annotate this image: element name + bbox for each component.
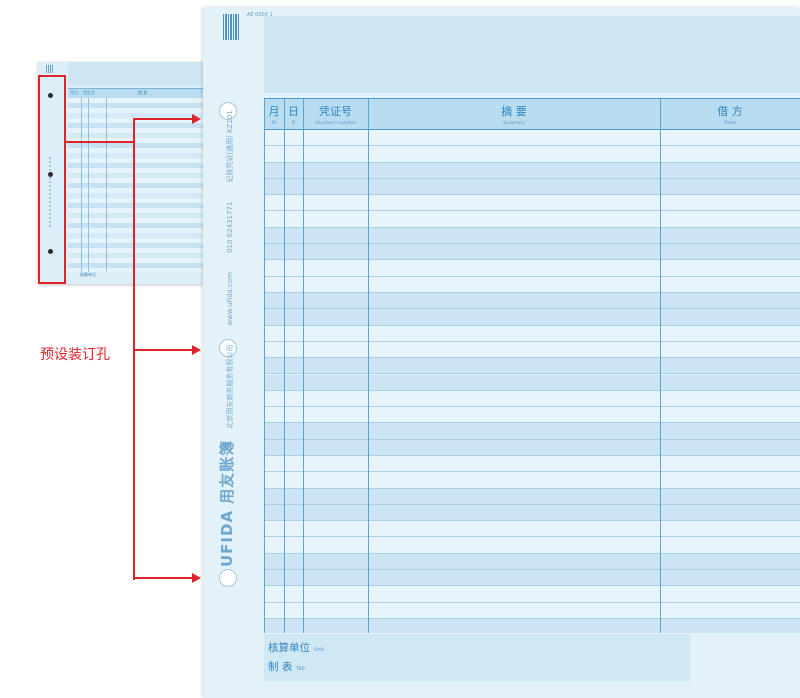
table-row bbox=[264, 358, 800, 375]
sheet-side-label: UFIDA 用友账簿 北京用友商务服务有限公司 www.ufida.com 01… bbox=[216, 110, 237, 567]
thumbnail-binding-hole bbox=[48, 93, 53, 98]
table-row bbox=[264, 374, 800, 391]
thumbnail-footer-label: 核算单位 bbox=[80, 272, 96, 277]
column-divider bbox=[660, 98, 661, 633]
column-header-label: 凭证号 bbox=[319, 105, 352, 118]
footer-tab-subtitle: Tab bbox=[296, 666, 305, 672]
table-row bbox=[264, 407, 800, 424]
website: www.ufida.com bbox=[226, 272, 234, 326]
thumbnail-rows bbox=[68, 98, 203, 272]
arrow-icon bbox=[192, 345, 201, 355]
binding-hole bbox=[219, 569, 237, 587]
column-header-subtitle: Summary bbox=[503, 121, 525, 126]
ledger-table: 月 M 日 D 凭证号 Voucher's number 摘 要 Summary… bbox=[264, 98, 800, 633]
sheet-top-band bbox=[264, 16, 800, 93]
column-header-subtitle: Voucher's number bbox=[315, 121, 356, 126]
table-row bbox=[264, 553, 800, 571]
column-header-day: 日 D bbox=[284, 99, 303, 128]
column-divider bbox=[368, 98, 369, 633]
thumbnail-barcode bbox=[46, 65, 54, 73]
table-row bbox=[264, 146, 800, 163]
thumbnail-binding-hole bbox=[48, 172, 53, 177]
column-header-subtitle: M bbox=[272, 121, 276, 126]
table-row bbox=[264, 586, 800, 603]
arrow-icon bbox=[192, 573, 201, 583]
thumbnail-top-band bbox=[68, 62, 203, 86]
table-row bbox=[264, 341, 800, 359]
table-row bbox=[264, 570, 800, 587]
column-divider bbox=[264, 98, 265, 633]
table-row bbox=[264, 227, 800, 245]
table-row bbox=[264, 537, 800, 554]
form-model: 记账凭证(通用) KZ101 bbox=[226, 110, 234, 183]
table-row bbox=[264, 276, 800, 293]
table-row bbox=[264, 472, 800, 489]
table-row bbox=[264, 130, 800, 147]
ledger-sheet: AE 0000 1 UFIDA 用友账簿 北京用友商务服务有限公司 www.uf… bbox=[203, 7, 800, 698]
brand-logo: UFIDA 用友账簿 bbox=[218, 439, 236, 567]
thumbnail-header-label: 凭证号 bbox=[83, 90, 95, 95]
binding-holes-highlight-box bbox=[38, 75, 66, 284]
table-row bbox=[264, 195, 800, 212]
table-row bbox=[264, 456, 800, 473]
table-row bbox=[264, 244, 800, 261]
table-row bbox=[264, 260, 800, 277]
footer-tab-label: 制 表 bbox=[268, 661, 293, 673]
table-header: 月 M 日 D 凭证号 Voucher's number 摘 要 Summary… bbox=[264, 98, 800, 130]
connector-line bbox=[134, 577, 192, 579]
table-row bbox=[264, 423, 800, 440]
table-row bbox=[264, 521, 800, 538]
table-row bbox=[264, 439, 800, 456]
footer-unit-label: 核算单位 bbox=[268, 642, 310, 654]
column-header-subtitle: Debit bbox=[723, 121, 737, 126]
table-row bbox=[264, 602, 800, 619]
binding-hole bbox=[219, 339, 237, 357]
table-row bbox=[264, 211, 800, 228]
thumbnail-side-text bbox=[49, 157, 51, 227]
arrow-icon bbox=[192, 114, 201, 124]
column-header-voucher: 凭证号 Voucher's number bbox=[303, 99, 368, 128]
thumbnail-header-label: 摘 要 bbox=[138, 90, 148, 95]
connector-line bbox=[134, 349, 192, 351]
column-header-month: 月 M bbox=[264, 99, 284, 128]
table-row bbox=[264, 390, 800, 408]
ledger-thumbnail: 月日 凭证号 摘 要 核算单位 bbox=[38, 62, 203, 284]
binding-hole bbox=[219, 102, 237, 120]
thumbnail-binding-hole bbox=[48, 249, 53, 254]
column-header-label: 摘 要 bbox=[501, 105, 527, 118]
column-divider bbox=[303, 98, 304, 633]
column-header-subtitle: D bbox=[291, 121, 296, 126]
sheet-code: AE 0000 1 bbox=[247, 12, 273, 18]
table-row bbox=[264, 504, 800, 522]
column-header-debit: 借 方 Debit bbox=[660, 99, 800, 128]
column-header-summary: 摘 要 Summary bbox=[368, 99, 660, 128]
column-header-label: 日 bbox=[288, 105, 299, 118]
connector-line bbox=[66, 141, 134, 143]
footer-unit-subtitle: Unit bbox=[314, 647, 325, 653]
binding-holes-annotation: 预设装订孔 bbox=[40, 347, 110, 363]
column-header-label: 借 方 bbox=[717, 105, 743, 118]
table-body bbox=[264, 130, 800, 633]
table-row bbox=[264, 309, 800, 326]
table-row bbox=[264, 488, 800, 505]
footer-unit-field: 核算单位 Unit bbox=[268, 640, 324, 655]
barcode bbox=[223, 14, 240, 40]
thumbnail-footer: 核算单位 bbox=[68, 272, 203, 282]
company-name: 北京用友商务服务有限公司 bbox=[226, 344, 234, 429]
table-row bbox=[264, 178, 800, 196]
column-header-label: 月 bbox=[268, 105, 280, 118]
phone-number: 010 62431771 bbox=[226, 201, 234, 253]
table-row bbox=[264, 325, 800, 342]
table-row bbox=[264, 293, 800, 310]
column-divider bbox=[284, 98, 285, 633]
table-row bbox=[264, 619, 800, 633]
connector-line bbox=[134, 118, 192, 120]
thumbnail-header-label: 月日 bbox=[70, 90, 78, 95]
table-row bbox=[264, 162, 800, 179]
